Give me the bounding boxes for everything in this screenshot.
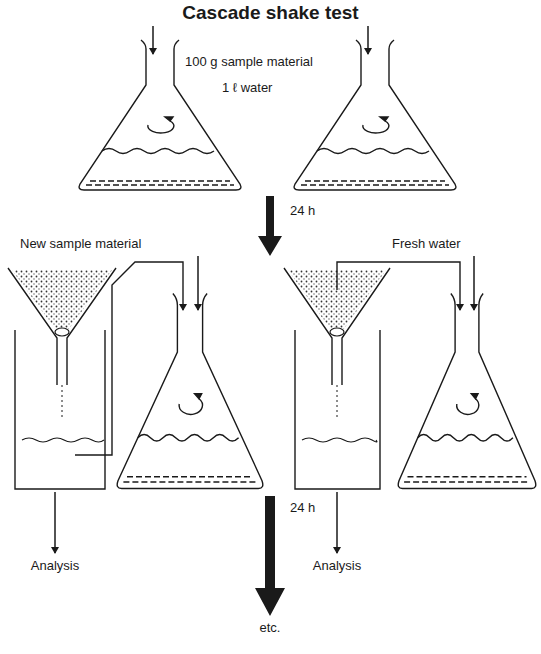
step-label: Fresh water — [392, 236, 461, 251]
step-label: New sample material — [20, 236, 141, 251]
time-label: 24 h — [290, 500, 315, 515]
quantity-note: 100 g sample material — [185, 54, 313, 69]
analysis-label: Analysis — [31, 558, 79, 573]
analysis-label: Analysis — [313, 558, 361, 573]
time-label: 24 h — [290, 203, 315, 218]
quantity-note: 1 ℓ water — [222, 80, 272, 95]
continuation-label: etc. — [260, 620, 281, 635]
diagram-title: Cascade shake test — [0, 2, 541, 24]
